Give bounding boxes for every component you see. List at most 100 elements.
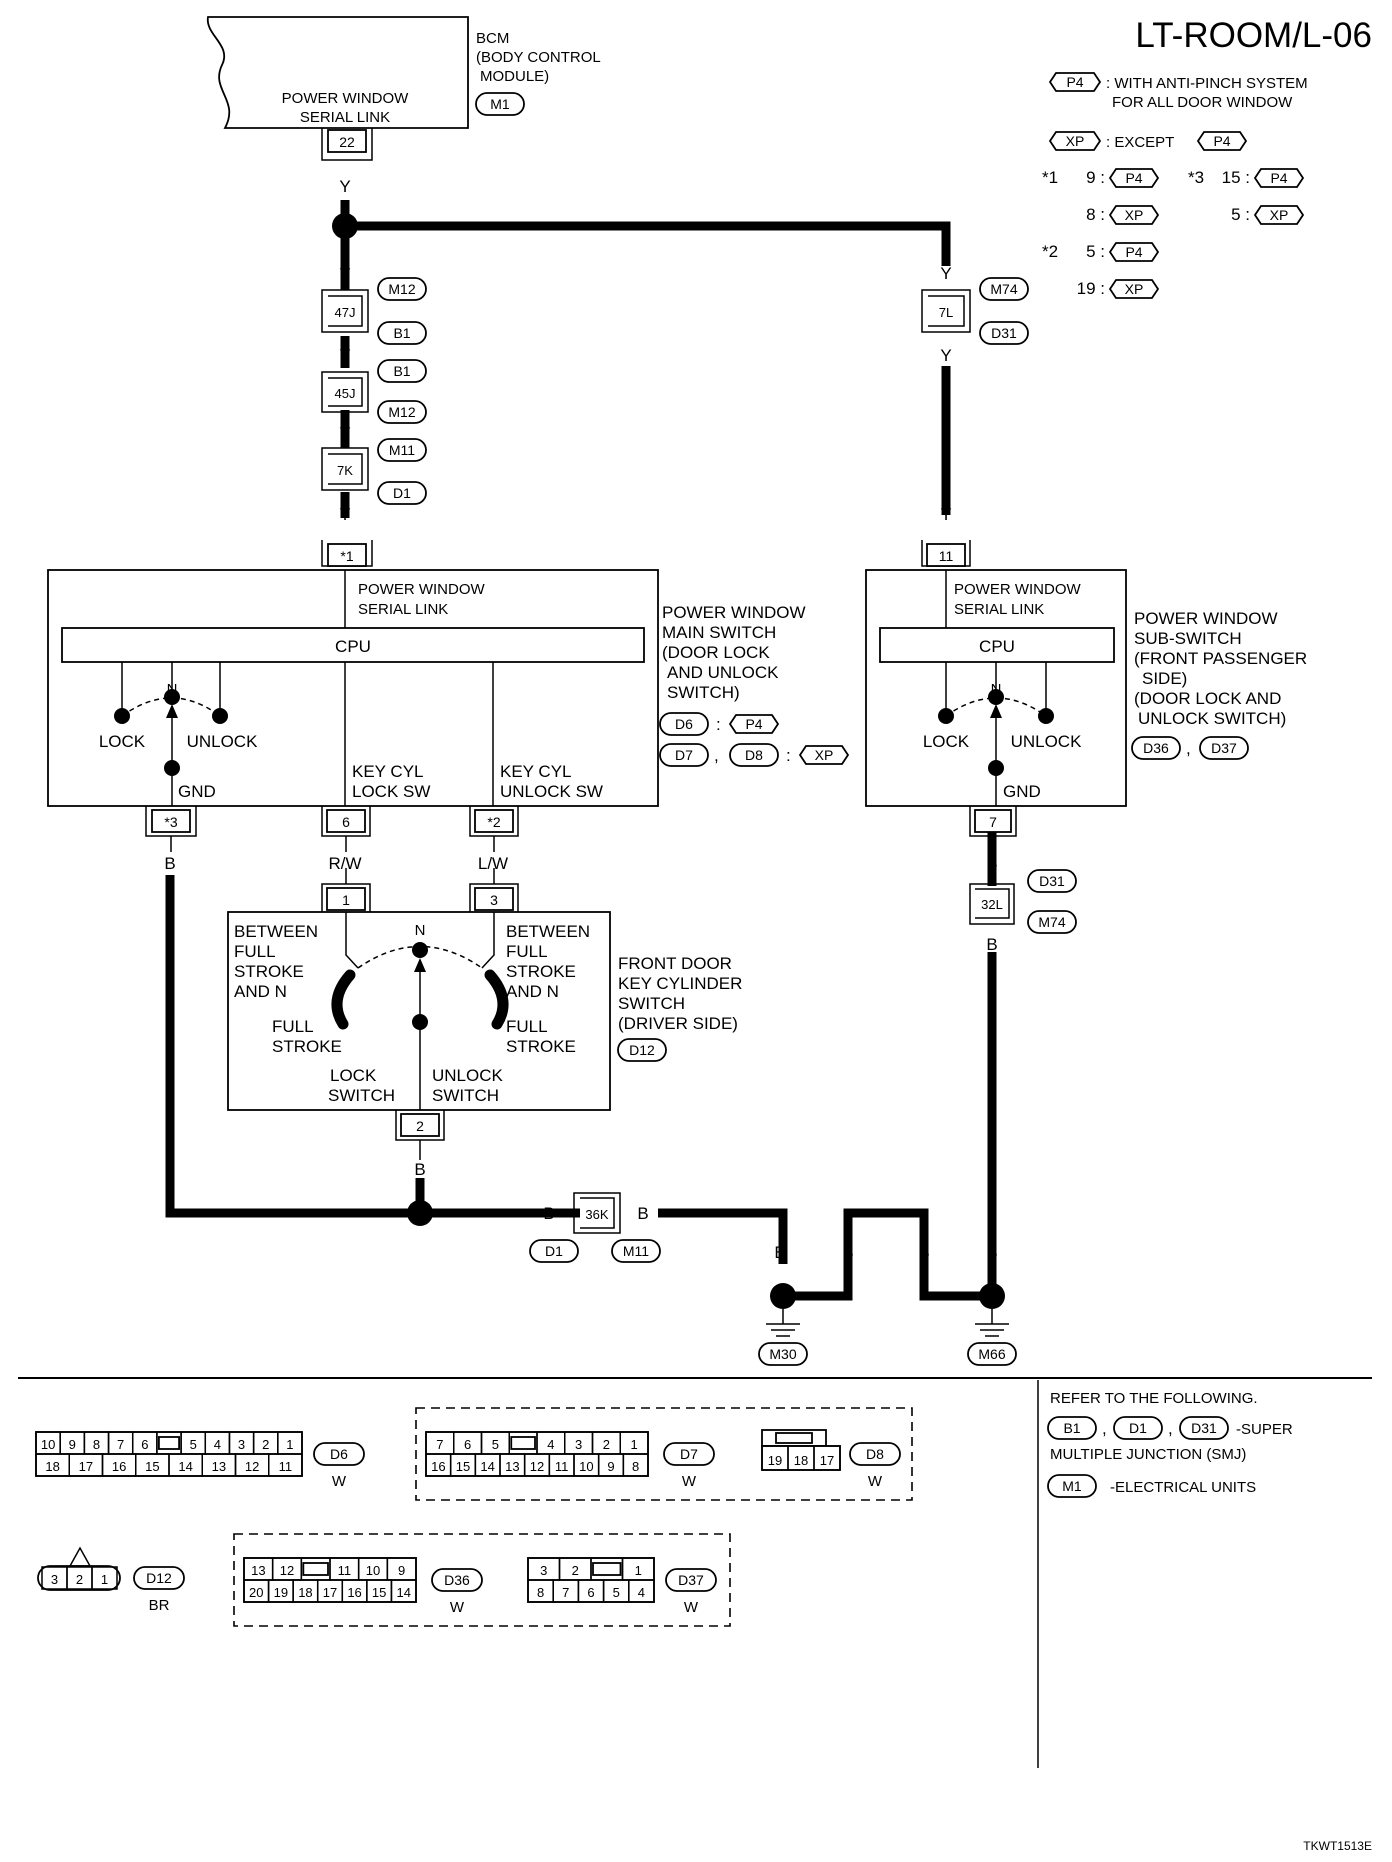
- svg-text:KEY CYL: KEY CYL: [352, 762, 424, 781]
- svg-text::: :: [716, 715, 721, 734]
- svg-text:5 :: 5 :: [1231, 205, 1250, 224]
- pin-number: 3: [238, 1437, 245, 1452]
- svg-text:1: 1: [342, 892, 350, 908]
- svg-text::: :: [786, 746, 791, 765]
- splice-y: [332, 213, 358, 239]
- legend-star2: *2 5 : P4 19 : XP: [1042, 242, 1160, 299]
- joint-47J: 47J M12 B1: [321, 277, 427, 345]
- svg-text:KEY CYLINDER: KEY CYLINDER: [618, 974, 742, 993]
- pin-number: 14: [178, 1459, 192, 1474]
- svg-text:POWER WINDOW: POWER WINDOW: [1134, 609, 1278, 628]
- svg-text:B: B: [986, 1243, 997, 1262]
- svg-text:KEY CYL: KEY CYL: [500, 762, 572, 781]
- svg-text:(DOOR LOCK: (DOOR LOCK: [662, 643, 770, 662]
- svg-text:D1: D1: [393, 485, 411, 501]
- svg-text:Y: Y: [940, 264, 951, 283]
- svg-text:XP: XP: [1270, 207, 1289, 223]
- svg-text:GND: GND: [1003, 782, 1041, 801]
- svg-text:UNLOCK: UNLOCK: [1011, 732, 1083, 751]
- svg-text:L/W: L/W: [478, 854, 508, 873]
- pin-number: 17: [820, 1453, 834, 1468]
- pin-number: 5: [492, 1437, 499, 1452]
- svg-text:D31: D31: [1191, 1420, 1217, 1436]
- svg-text:MODULE): MODULE): [480, 68, 549, 85]
- svg-text:STROKE: STROKE: [272, 1037, 342, 1056]
- pin-cell: [390, 1579, 417, 1603]
- svg-text:45J: 45J: [335, 386, 356, 401]
- svg-text:D12: D12: [146, 1570, 172, 1586]
- svg-text:D12: D12: [629, 1042, 655, 1058]
- svg-text:UNLOCK SW: UNLOCK SW: [500, 782, 603, 801]
- svg-text:D1: D1: [1129, 1420, 1147, 1436]
- svg-text:8 :: 8 :: [1086, 205, 1105, 224]
- svg-text:,: ,: [1186, 739, 1191, 758]
- svg-text:: WITH ANTI-PINCH SYSTEM: : WITH ANTI-PINCH SYSTEM: [1106, 75, 1308, 92]
- svg-text:SWITCH): SWITCH): [667, 683, 740, 702]
- svg-text:POWER WINDOW: POWER WINDOW: [954, 581, 1081, 598]
- pin-number: 13: [212, 1459, 226, 1474]
- svg-text:7L: 7L: [939, 305, 953, 320]
- pin-number: 14: [396, 1585, 410, 1600]
- svg-text:W: W: [682, 1473, 697, 1490]
- pin-blank: [510, 1436, 536, 1450]
- joint-36K: 36K D1 M11: [529, 1192, 661, 1263]
- svg-text:B: B: [774, 1243, 785, 1262]
- pin-number: 6: [587, 1585, 594, 1600]
- pin-number: 11: [338, 1563, 352, 1578]
- svg-text:B1: B1: [393, 363, 410, 379]
- joint-45J: 45J B1 M12: [321, 359, 427, 424]
- svg-text:Y: Y: [940, 505, 951, 524]
- svg-text:FULL: FULL: [506, 1017, 548, 1036]
- svg-text:B: B: [164, 854, 175, 873]
- pin-number: 9: [398, 1563, 405, 1578]
- pin-number: 12: [280, 1563, 294, 1578]
- svg-text:R/W: R/W: [328, 854, 361, 873]
- main-switch: *1 POWER WINDOW SERIAL LINK CPU N LOCK U…: [47, 540, 850, 852]
- pin-number: 6: [464, 1437, 471, 1452]
- pin-blank: [302, 1562, 329, 1576]
- svg-text:22: 22: [339, 134, 355, 150]
- sub-switch: 11 POWER WINDOW SERIAL LINK CPU N LOCK U…: [865, 540, 1307, 852]
- svg-text:BETWEEN: BETWEEN: [234, 922, 318, 941]
- svg-text:M30: M30: [769, 1346, 796, 1362]
- svg-text:*2: *2: [487, 814, 500, 830]
- svg-text:SWITCH: SWITCH: [328, 1086, 395, 1105]
- svg-text:B: B: [986, 935, 997, 954]
- svg-text:3: 3: [490, 892, 498, 908]
- svg-text:B: B: [414, 1160, 425, 1179]
- svg-text:(DOOR LOCK AND: (DOOR LOCK AND: [1134, 689, 1281, 708]
- svg-text:B1: B1: [1063, 1420, 1080, 1436]
- svg-text:MAIN SWITCH: MAIN SWITCH: [662, 623, 776, 642]
- svg-text:P4: P4: [1066, 74, 1083, 90]
- svg-text:W: W: [684, 1599, 699, 1616]
- svg-text:,: ,: [1168, 1419, 1173, 1438]
- svg-text:W: W: [868, 1473, 883, 1490]
- pin-number: 10: [41, 1437, 55, 1452]
- ground-m30: M30: [758, 1283, 808, 1366]
- connector-group-d36-d37: [233, 1533, 731, 1627]
- legend-xp: XP : EXCEPT P4: [1048, 131, 1248, 151]
- svg-text:XP: XP: [1066, 133, 1085, 149]
- svg-text:D36: D36: [444, 1572, 470, 1588]
- joint-7K: 7K M11 D1: [321, 438, 427, 505]
- pin-number: 1: [635, 1563, 642, 1578]
- svg-text:D37: D37: [1211, 740, 1237, 756]
- pin-number: 16: [431, 1459, 445, 1474]
- svg-text:B1: B1: [393, 325, 410, 341]
- svg-text:LOCK: LOCK: [99, 732, 146, 751]
- svg-text:POWER WINDOW: POWER WINDOW: [358, 581, 485, 598]
- legend-p4: P4 : WITH ANTI-PINCH SYSTEM FOR ALL DOOR…: [1048, 72, 1308, 111]
- svg-text:7: 7: [989, 814, 997, 830]
- svg-text:W: W: [332, 1473, 347, 1490]
- svg-text:POWER WINDOW: POWER WINDOW: [282, 90, 409, 107]
- pin-number: 10: [579, 1459, 593, 1474]
- svg-text:XP: XP: [815, 747, 834, 763]
- pin-number: 8: [537, 1585, 544, 1600]
- svg-text:SERIAL LINK: SERIAL LINK: [954, 601, 1044, 618]
- page-title: LT-ROOM/L-06: [1135, 16, 1372, 55]
- svg-text:P4: P4: [1125, 244, 1142, 260]
- svg-text:M66: M66: [978, 1346, 1005, 1362]
